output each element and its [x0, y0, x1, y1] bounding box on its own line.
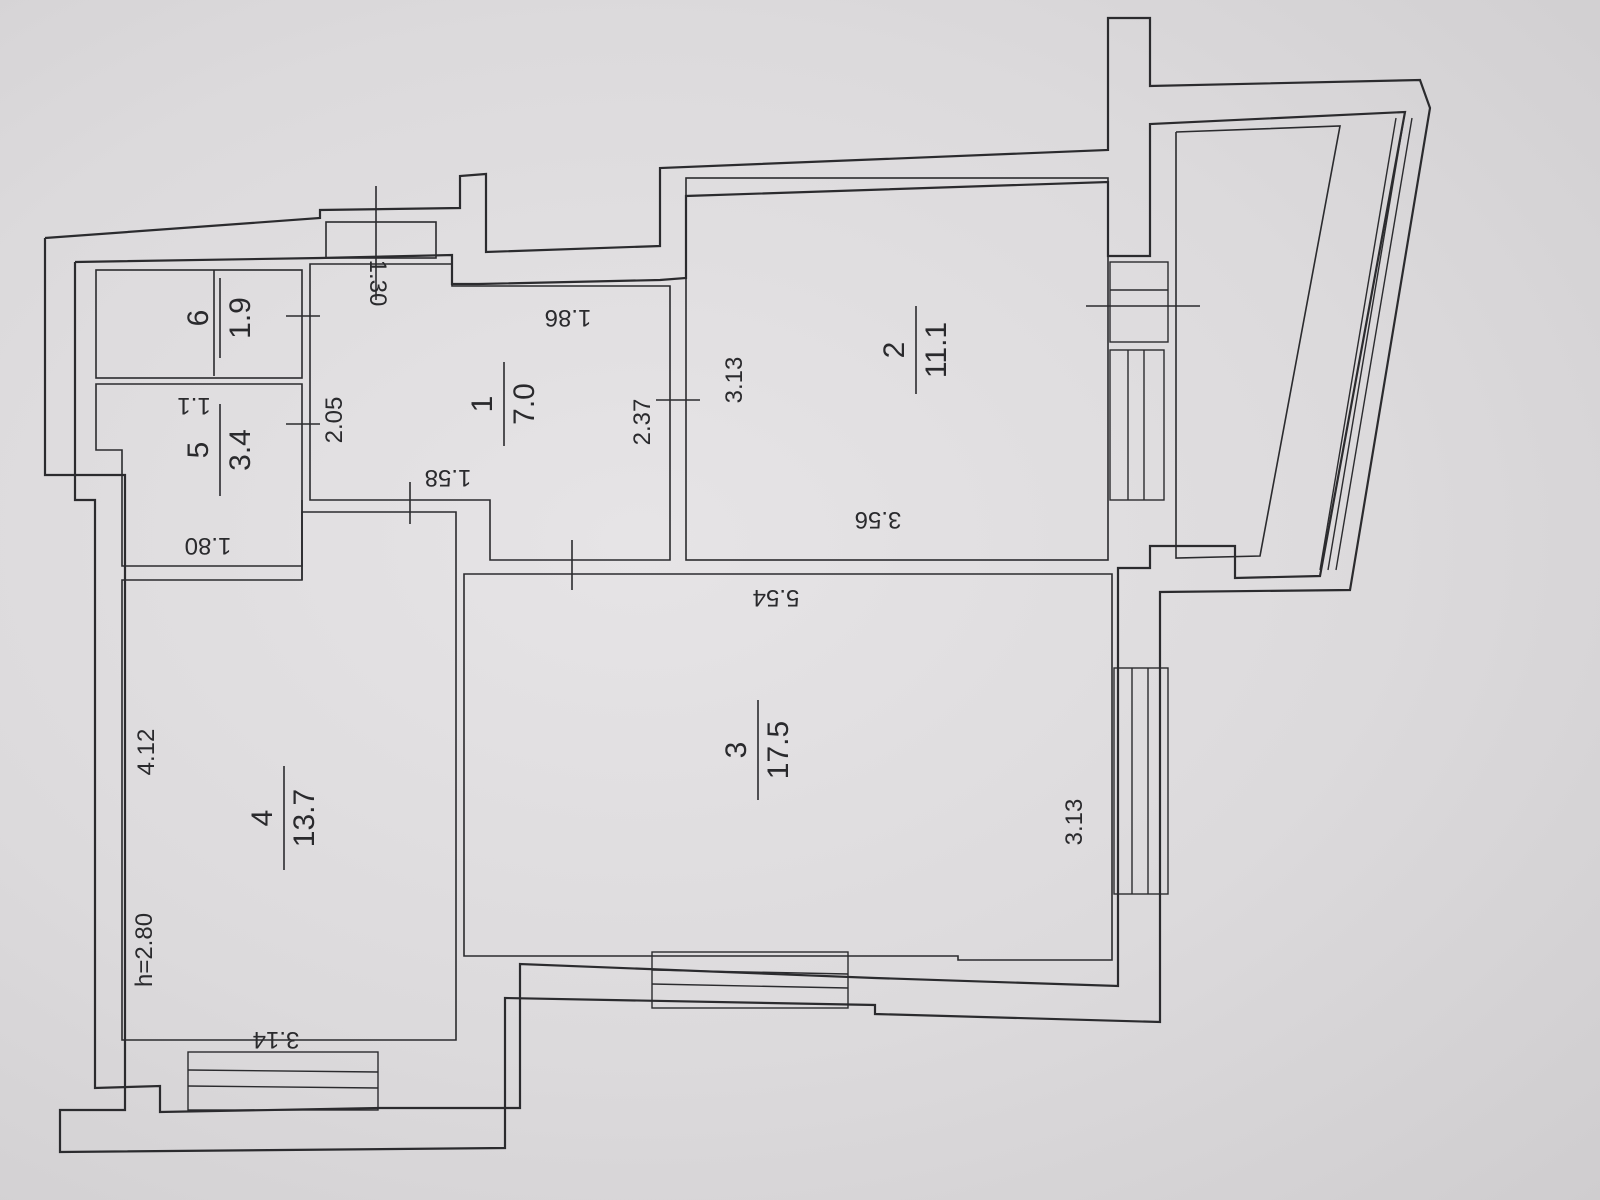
room-1-number: 1: [466, 396, 499, 413]
dim-3-14: 3.14: [253, 1026, 300, 1053]
windows: [187, 117, 1413, 1111]
room-label-5: 5 3.4: [182, 404, 257, 496]
room-1-area: 7.0: [508, 383, 541, 425]
dim-5-54: 5.54: [753, 584, 800, 611]
room-label-1: 1 7.0: [466, 362, 541, 446]
window-room4-bottom: [187, 1051, 379, 1111]
room-label-6: 6 1.9: [182, 278, 257, 358]
room-5-number: 5: [182, 442, 215, 459]
window-room3-right: [1113, 667, 1169, 895]
dim-3-56: 3.56: [855, 506, 902, 533]
dim-2-37: 2.37: [629, 399, 656, 446]
interior-walls: [95, 125, 1341, 1041]
window-room3-bottom: [651, 951, 849, 1009]
dim-1-80: 1.80: [185, 532, 232, 559]
dim-1-30: 1.30: [364, 260, 391, 307]
room-label-2: 2 11.1: [878, 306, 953, 394]
dim-2-05: 2.05: [321, 397, 348, 444]
dim-3-13-room2: 3.13: [721, 357, 748, 404]
dim-1-86: 1.86: [545, 304, 592, 331]
room-3-number: 3: [720, 742, 753, 759]
window-room2-right: [1109, 349, 1165, 501]
dimension-labels: h=2.80 1.30 1.86 1.58 2.37 2.05 3.13 3.5…: [131, 260, 1088, 1053]
ceiling-height: h=2.80: [131, 913, 158, 987]
room-3-area: 17.5: [762, 721, 795, 779]
room-4-area: 13.7: [288, 789, 321, 847]
room-4-number: 4: [246, 810, 279, 827]
room-2-area: 11.1: [920, 322, 953, 378]
dim-3-13-room3: 3.13: [1061, 799, 1088, 846]
dimension-ticks: [286, 186, 1200, 590]
room-6-number: 6: [182, 310, 215, 327]
dim-4-12: 4.12: [133, 729, 160, 776]
room-label-3: 3 17.5: [720, 700, 795, 800]
dim-1-58: 1.58: [425, 464, 472, 491]
room-5-area: 3.4: [224, 429, 257, 471]
room-label-4: 4 13.7: [246, 766, 321, 870]
room-2-number: 2: [878, 342, 911, 359]
balcony-glazing: [1319, 117, 1413, 571]
dim-1-1: 1.1: [177, 392, 210, 419]
balcony-door-room2: [1109, 261, 1169, 343]
outer-walls: [43, 16, 1432, 1154]
room-6-area: 1.9: [224, 297, 257, 339]
